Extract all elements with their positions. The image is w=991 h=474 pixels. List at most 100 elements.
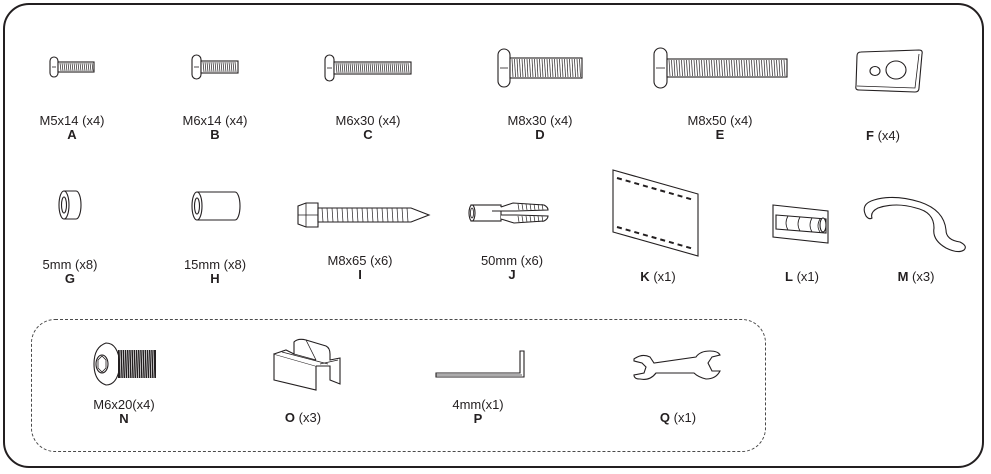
- thread-line: [569, 58, 571, 78]
- thread-line: [126, 349, 128, 379]
- thread-line: [576, 58, 579, 78]
- part-spec: M8x30 (x4): [507, 113, 573, 128]
- thread-line: [135, 349, 137, 379]
- part-letter: Q: [659, 410, 671, 425]
- thread-line: [356, 207, 359, 223]
- part-letter: D: [535, 127, 545, 142]
- thread-line: [703, 59, 706, 77]
- thread-line: [371, 207, 374, 223]
- thread-line: [214, 61, 217, 73]
- thread-line: [326, 207, 329, 223]
- part-label-h: 15mm (x8)H: [184, 258, 246, 286]
- cable-clip-icon: [273, 338, 341, 391]
- thread-line: [778, 59, 781, 77]
- thread-line: [397, 62, 400, 74]
- thread-line: [152, 349, 155, 379]
- thread-line: [210, 61, 213, 73]
- thread-line: [533, 203, 536, 211]
- thread-line: [539, 58, 541, 78]
- parts-frame: [3, 3, 984, 468]
- thread-line: [150, 349, 153, 379]
- thread-line: [381, 207, 384, 223]
- thread-line: [524, 58, 526, 78]
- part-label-e: M8x50 (x4)E: [687, 114, 752, 142]
- thread-line: [533, 215, 536, 223]
- thread-line: [671, 59, 673, 77]
- thread-line: [531, 58, 534, 78]
- thread-line: [387, 62, 390, 74]
- part-label-i: M8x65 (x6)I: [327, 254, 392, 282]
- thread-line: [406, 207, 409, 223]
- part-spec: (x4): [877, 128, 900, 143]
- thread-line: [206, 61, 209, 73]
- thread-line: [148, 349, 150, 379]
- thread-line: [204, 61, 207, 73]
- thread-line: [367, 62, 370, 74]
- thread-line: [574, 58, 576, 78]
- thread-line: [351, 207, 354, 223]
- thread-line: [733, 59, 736, 77]
- thread-line: [386, 207, 389, 223]
- thread-line: [130, 349, 133, 379]
- part-letter: G: [64, 271, 76, 286]
- part-label-a: M5x14 (x4)A: [39, 114, 104, 142]
- part-label-c: M6x30 (x4)C: [335, 114, 400, 142]
- thread-line: [369, 62, 372, 74]
- thread-line: [551, 58, 554, 78]
- thread-line: [668, 59, 671, 77]
- thread-line: [202, 61, 205, 73]
- part-label-p: 4mm(x1)P: [452, 398, 503, 426]
- thread-line: [67, 62, 70, 72]
- thread-line: [738, 59, 741, 77]
- part-label-n: M6x20(x4)N: [93, 398, 154, 426]
- thread-line: [708, 59, 711, 77]
- thread-line: [393, 62, 396, 74]
- thread-line: [683, 59, 686, 77]
- part-spec: 4mm(x1): [452, 397, 504, 412]
- part-spec: 50mm (x6): [480, 253, 544, 268]
- thread-line: [678, 59, 681, 77]
- thread-line: [345, 62, 348, 74]
- thread-line: [361, 207, 364, 223]
- thread-line: [146, 349, 148, 379]
- thread-line: [363, 62, 366, 74]
- thread-line: [541, 58, 544, 78]
- thread-line: [537, 203, 540, 211]
- part-spec: M5x14 (x4): [39, 113, 105, 128]
- thread-line: [514, 58, 516, 78]
- thread-line: [121, 349, 124, 379]
- part-spec: M8x50 (x4): [687, 113, 753, 128]
- thread-line: [139, 349, 142, 379]
- thread-line: [376, 207, 379, 223]
- thread-line: [119, 349, 122, 379]
- thread-line: [343, 62, 346, 74]
- part-letter: M: [897, 269, 909, 284]
- thread-line: [711, 59, 713, 77]
- thread-line: [371, 62, 374, 74]
- thread-line: [561, 58, 564, 78]
- thread-line: [366, 207, 369, 223]
- thread-line: [521, 58, 524, 78]
- part-label-q: Q (x1): [660, 411, 696, 425]
- thread-line: [517, 215, 520, 223]
- thread-line: [771, 59, 773, 77]
- thread-line: [403, 62, 406, 74]
- part-letter: J: [508, 267, 516, 282]
- thread-line: [375, 62, 378, 74]
- thread-line: [391, 62, 394, 74]
- thread-line: [541, 215, 544, 223]
- drill-template-icon: [612, 169, 699, 257]
- thread-line: [541, 203, 544, 211]
- machine-screw-icon: [324, 54, 412, 82]
- socket-cap-screw-icon: [93, 342, 156, 386]
- thread-line: [71, 62, 74, 72]
- part-label-m: M (x3): [898, 270, 935, 284]
- part-letter: F: [866, 128, 874, 143]
- machine-screw-icon: [191, 54, 239, 80]
- thread-line: [355, 62, 358, 74]
- part-letter: C: [363, 127, 373, 142]
- part-spec: M6x14 (x4): [182, 113, 248, 128]
- part-label-g: 5mm (x8)G: [43, 258, 98, 286]
- part-letter: B: [210, 127, 220, 142]
- wall-anchor-icon: [468, 202, 549, 224]
